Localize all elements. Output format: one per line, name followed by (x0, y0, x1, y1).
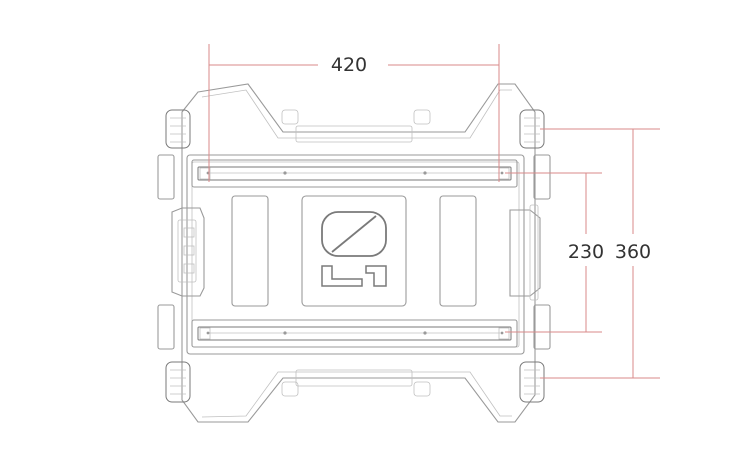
wheel-hint-top-left (281, 109, 299, 125)
wheel-hint-bottom-left (281, 381, 299, 397)
wheel-front-left (165, 109, 191, 149)
right-connector-top (533, 154, 551, 200)
wheel-hint-bottom-right (413, 381, 431, 397)
inner-height-dimension-label: 230 (568, 241, 604, 263)
right-port-module (509, 204, 541, 301)
left-connector-top (157, 154, 175, 200)
dimension-width-420: 420 (208, 44, 500, 182)
wheel-hint-top-right (413, 109, 431, 125)
chassis-body (157, 83, 551, 423)
left-deck-panel (231, 195, 269, 307)
center-logo-panel (301, 195, 407, 307)
logo-mark (321, 211, 387, 287)
outer-height-dimension-label: 360 (615, 241, 651, 263)
dimension-height-230: 230 (505, 172, 604, 333)
top-rail (191, 159, 518, 188)
wheel-rear-left (165, 361, 191, 403)
right-deck-panel (439, 195, 477, 307)
bottom-rail (191, 319, 518, 348)
right-connector-bottom (533, 304, 551, 350)
dimension-height-360: 360 (540, 128, 660, 379)
width-dimension-label: 420 (331, 54, 367, 76)
left-port-module (171, 207, 205, 297)
left-connector-bottom (157, 304, 175, 350)
wheel-rear-right (519, 361, 545, 403)
